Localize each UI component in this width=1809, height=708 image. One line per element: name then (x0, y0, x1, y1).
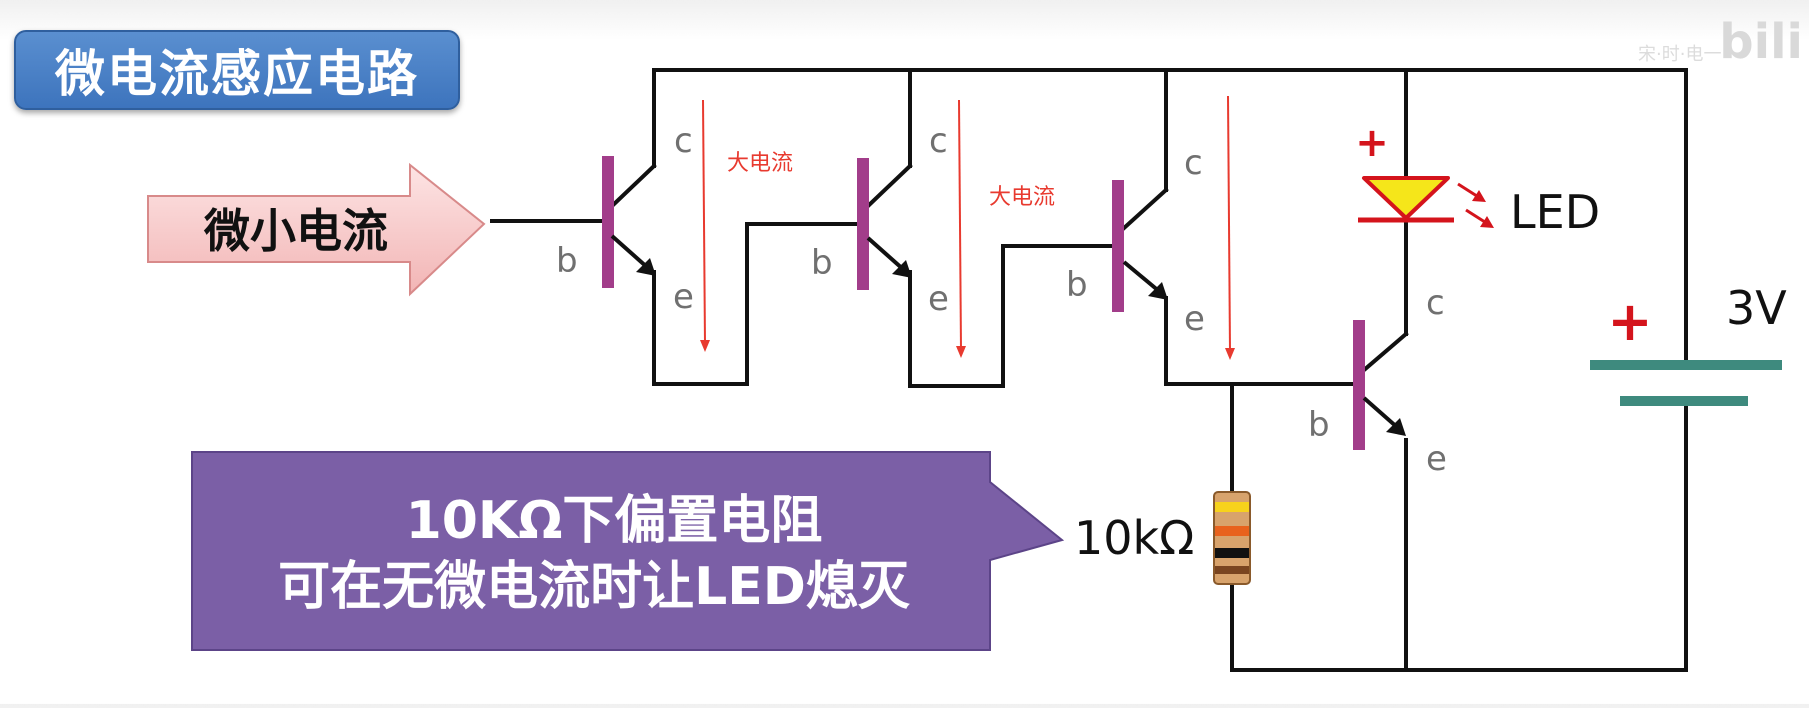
emitter-arrows (610, 234, 1406, 436)
callout-line-2: 可在无微电流时让LED熄灭 (278, 557, 910, 617)
transistor-4-emitter-label: e (1426, 439, 1447, 479)
transistor-2-base-bar (857, 158, 869, 290)
transistor-2-collector-label: c (929, 121, 948, 161)
watermark-caption: 宋·时·电一 (1638, 44, 1722, 65)
transistor-1-base-bar (602, 156, 614, 288)
transistor-1-collector-label: c (674, 121, 693, 161)
transistor-3-base-bar (1112, 180, 1124, 312)
battery-voltage-label: 3V (1726, 281, 1787, 335)
transistor-4-collector-label: c (1426, 283, 1445, 323)
transistor-3-collector-label: c (1184, 143, 1203, 183)
input-arrow-label: 微小电流 (203, 204, 388, 258)
current-flow-arrows (700, 95, 1235, 360)
transistor-3-base-label: b (1066, 265, 1088, 305)
transistor-2-base-label: b (811, 243, 833, 283)
bilibili-watermark: bili (1719, 14, 1803, 70)
wires (490, 68, 1688, 672)
transistor-bases (602, 156, 1365, 450)
transistor-3-emitter-label: e (1184, 299, 1205, 339)
transistor-1-base-label: b (556, 241, 578, 281)
transistor-2-current-label: 大电流 (989, 185, 1055, 210)
transistor-pin-labels: c b e c b e c b e c b e (556, 121, 1447, 479)
transistor-4-base-bar (1353, 320, 1365, 450)
input-current-arrow: 微小电流 (147, 162, 486, 297)
battery-polarity-plus: + (1607, 290, 1652, 353)
page-title: 微电流感应电路 (14, 30, 460, 110)
callout-box: 10KΩ下偏置电阻 可在无微电流时让LED熄灭 (191, 451, 1065, 651)
led-symbol (1358, 176, 1494, 228)
callout-line-1: 10KΩ下偏置电阻 (406, 491, 823, 551)
resistor-label: 10kΩ (1074, 511, 1194, 565)
battery-symbol (1590, 360, 1782, 406)
led-label: LED (1510, 185, 1600, 239)
transistor-4-base-label: b (1308, 405, 1330, 445)
transistor-2-emitter-label: e (928, 279, 949, 319)
transistor-1-current-label: 大电流 (727, 151, 793, 176)
transistor-1-emitter-label: e (673, 277, 694, 317)
led-polarity-plus: + (1355, 120, 1389, 166)
resistor-symbol (1213, 470, 1251, 585)
